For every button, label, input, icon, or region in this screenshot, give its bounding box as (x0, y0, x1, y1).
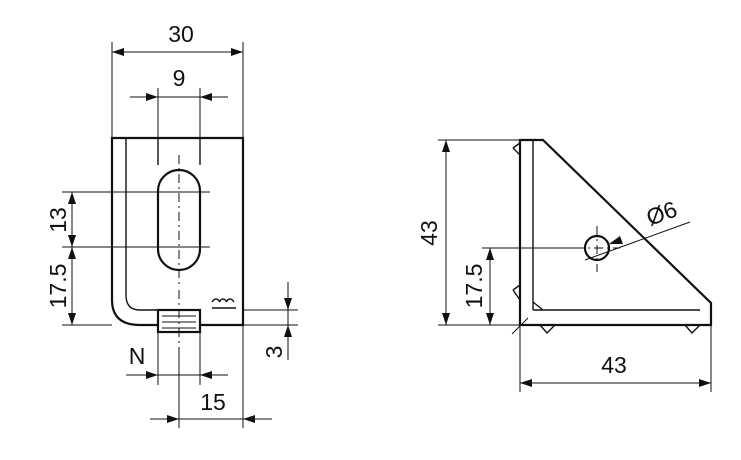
dim-9-arrow-left (146, 93, 158, 101)
dim-17-5-arrow-bottom (68, 313, 76, 325)
dim-3-arrow-top (284, 298, 292, 310)
dim-43h-arrow-right (699, 379, 711, 387)
dim-13-arrow-bottom (68, 235, 76, 247)
dim-17-5b-arrow-bottom (486, 313, 494, 325)
dim-43v-arrow-top (442, 140, 450, 152)
side-notch-bottom-right (684, 324, 701, 335)
side-view: Ø6 43 17.5 43 (416, 138, 713, 392)
dim-43v-label: 43 (416, 220, 442, 246)
dim-30-label: 30 (168, 21, 194, 47)
dim-3-label: 3 (261, 346, 287, 359)
front-body-outline (110, 136, 245, 327)
dim-diameter-label: Ø6 (643, 196, 681, 231)
dim-3-arrow-bottom (284, 325, 292, 337)
front-top-tab (157, 138, 201, 165)
dim-43v-arrow-bottom (442, 313, 450, 325)
dim-diameter-leader (584, 221, 691, 261)
dim-15-arrow-right (243, 415, 255, 423)
dim-30-arrow-right (231, 48, 243, 56)
dim-43h-label: 43 (601, 352, 627, 378)
dim-17-5-arrow-top (68, 247, 76, 259)
dim-n-arrow-right (200, 371, 212, 379)
dim-30-arrow-left (112, 48, 124, 56)
dim-13-label: 13 (45, 207, 71, 233)
dim-13-arrow-top (68, 192, 76, 204)
dim-diameter-arrow (609, 236, 623, 244)
spring-marks (211, 298, 236, 309)
side-body-outline (518, 138, 713, 327)
dim-43h-arrow-left (520, 379, 532, 387)
dim-9-label: 9 (173, 65, 186, 91)
dim-n-arrow-left (146, 371, 158, 379)
side-notch-left (512, 284, 521, 301)
dim-15-arrow-left (167, 415, 179, 423)
side-notch-bottom-left (539, 324, 556, 335)
dim-15-label: 15 (200, 389, 226, 415)
dim-n-label: N (129, 343, 146, 369)
dim-17-5-label: 17.5 (45, 264, 71, 309)
dim-corner-tick (511, 317, 529, 335)
dim-17-5b-label: 17.5 (461, 264, 487, 309)
front-bend-line (125, 138, 158, 311)
side-notch-top (512, 142, 521, 156)
dim-17-5b-arrow-top (486, 248, 494, 260)
side-inner-edge (532, 140, 700, 311)
dim-9-arrow-right (200, 93, 212, 101)
front-view: 30 9 13 17.5 N 15 (45, 21, 298, 428)
